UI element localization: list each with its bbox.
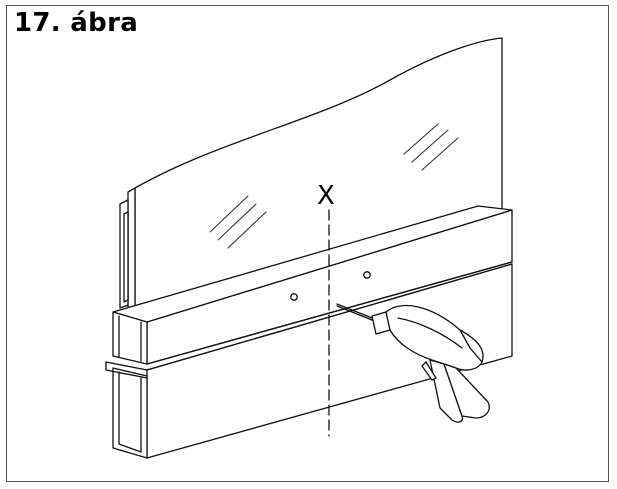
- figure-title: 17. ábra: [14, 8, 139, 38]
- glass-panel: [119, 37, 503, 313]
- glass-reflection-right: [403, 123, 459, 171]
- marker-label: X: [317, 181, 335, 211]
- hole-right: [363, 271, 371, 279]
- power-drill-icon: [336, 303, 490, 423]
- hole-left: [290, 293, 298, 301]
- glass-reflection-left: [209, 195, 267, 249]
